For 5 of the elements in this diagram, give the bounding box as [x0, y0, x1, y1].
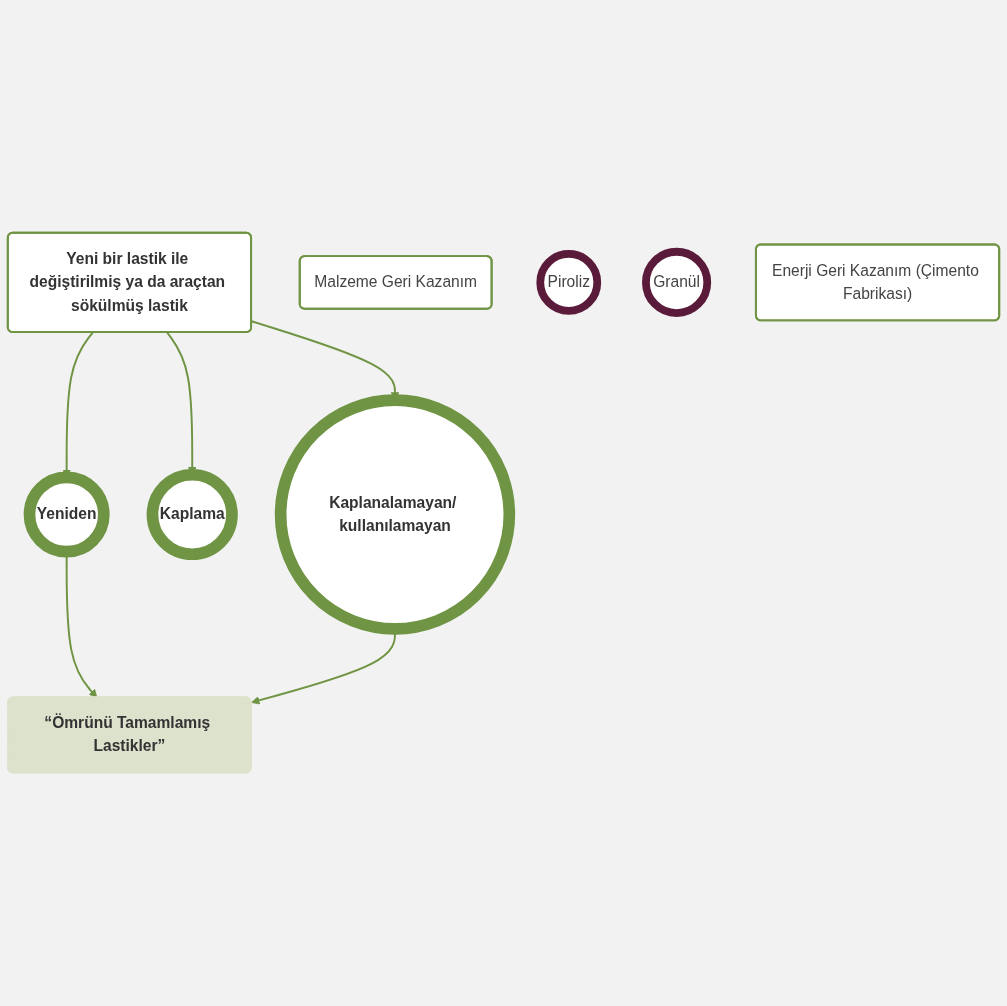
- node-circle: Yeniden: [23, 471, 110, 558]
- node-circle: Kaplama: [146, 469, 238, 561]
- node-circle: Piroliz: [536, 250, 602, 315]
- node-circle: Granül: [642, 248, 712, 318]
- node-circle: Kaplanalamayan/ kullanılamayan: [274, 394, 516, 635]
